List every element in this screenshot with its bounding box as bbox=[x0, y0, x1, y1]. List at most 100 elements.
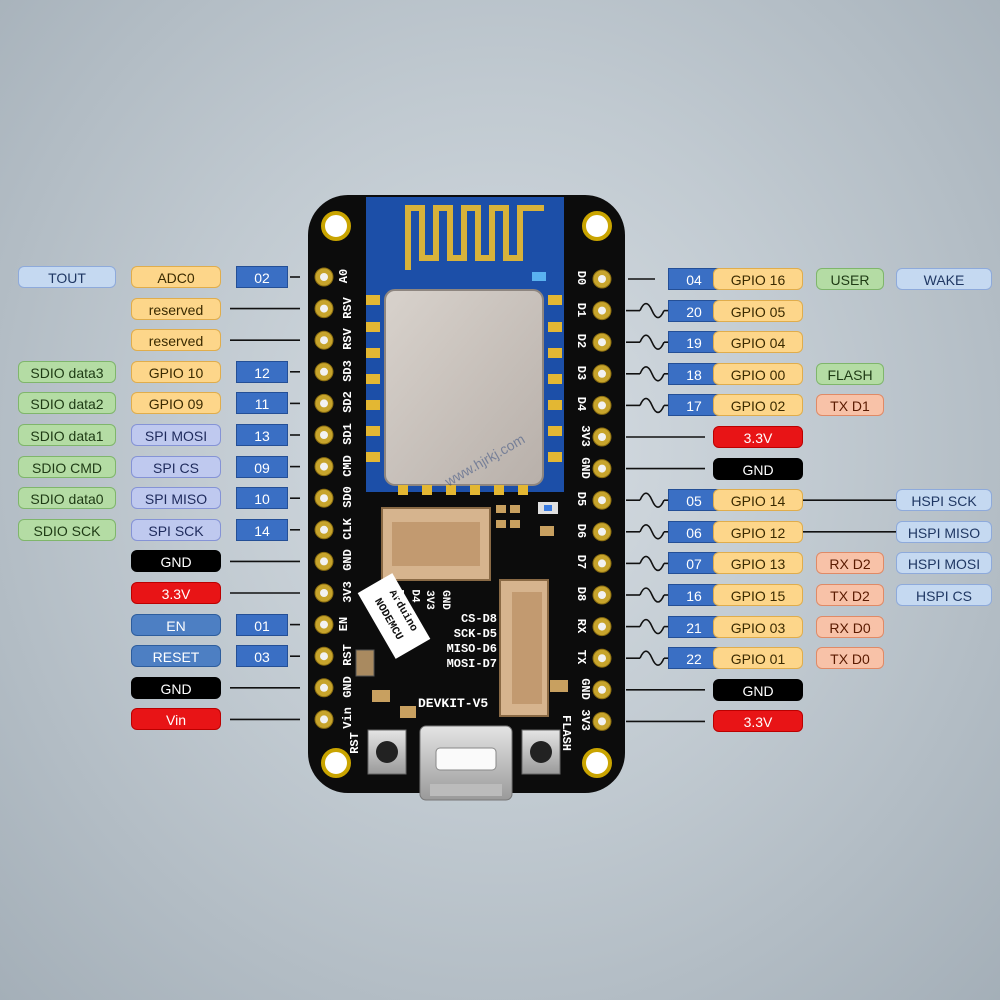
right-gpio-number: 07 bbox=[668, 552, 720, 575]
right-pin-silk-3v3: 3V3 bbox=[577, 709, 592, 732]
right-gpio-number: 18 bbox=[668, 362, 720, 385]
left-pin-pad-hole bbox=[320, 589, 328, 597]
right-func-tag: GPIO 01 bbox=[713, 647, 803, 670]
right-pin-pad-hole bbox=[598, 369, 606, 378]
left-extra-tag: SDIO CMD bbox=[18, 455, 116, 478]
left-func-tag: GPIO 10 bbox=[131, 360, 221, 383]
right-alt-tag: RX D0 bbox=[816, 615, 884, 638]
mount-hole bbox=[321, 748, 351, 778]
left-gpio-number: 01 bbox=[236, 613, 288, 636]
right-pin-silk-d2: D2 bbox=[574, 333, 589, 349]
right-gpio-number: 22 bbox=[668, 647, 720, 670]
right-gpio-number: 06 bbox=[668, 520, 720, 543]
right-gpio-number: 19 bbox=[668, 331, 720, 354]
left-extra-tag: SDIO data3 bbox=[18, 360, 116, 383]
right-alt-tag: TX D2 bbox=[816, 584, 884, 606]
right-func-tag: GPIO 15 bbox=[713, 584, 803, 606]
right-pin-pad-hole bbox=[598, 654, 606, 663]
left-pin-pad-hole bbox=[320, 462, 328, 471]
right-leader-squiggle bbox=[639, 618, 665, 635]
mount-hole bbox=[321, 211, 351, 241]
right-pin-pad-hole bbox=[598, 496, 606, 505]
right-leader-squiggle bbox=[639, 650, 665, 666]
small-conn-d3: D3 bbox=[392, 589, 405, 603]
left-func-tag: GND bbox=[131, 676, 221, 699]
left-pin-silk-sd0: SD0 bbox=[340, 486, 355, 508]
silk-devkit: DEVKIT-V5 bbox=[418, 696, 489, 711]
left-pin-pad-hole bbox=[320, 652, 328, 661]
left-func-tag: ADC0 bbox=[131, 266, 221, 288]
left-extra-tag: SDIO data0 bbox=[18, 487, 116, 510]
right-gpio-number: 05 bbox=[668, 489, 720, 512]
right-leader-squiggle bbox=[639, 555, 665, 572]
right-func-tag: GPIO 16 bbox=[713, 268, 803, 290]
left-pin-silk-gnd: GND bbox=[340, 675, 355, 698]
right-leader-squiggle bbox=[639, 524, 665, 540]
mount-hole bbox=[582, 748, 612, 778]
right-alt2-tag: HSPI CS bbox=[896, 584, 992, 606]
right-pin-pad-hole bbox=[598, 622, 606, 631]
right-pin-pad-hole bbox=[598, 306, 606, 315]
right-leader-squiggle bbox=[639, 302, 665, 319]
right-alt-tag: RX D2 bbox=[816, 552, 884, 575]
right-pin-silk-3v3: 3V3 bbox=[577, 425, 592, 447]
left-extra-tag: SDIO SCK bbox=[18, 518, 116, 541]
left-func-tag: reserved bbox=[131, 297, 221, 320]
right-func-tag: GPIO 02 bbox=[713, 394, 803, 417]
right-pin-pad-hole bbox=[598, 338, 606, 347]
right-pin-pad-hole bbox=[598, 401, 606, 410]
left-extra-tag: SDIO data2 bbox=[18, 392, 116, 415]
right-func-tag: GPIO 14 bbox=[713, 489, 803, 512]
left-func-tag: GND bbox=[131, 550, 221, 573]
left-pin-pad-hole bbox=[320, 683, 328, 692]
left-pin-silk-a0: A0 bbox=[337, 268, 352, 284]
left-pin-silk-rst: RST bbox=[340, 644, 355, 666]
right-pin-silk-d1: D1 bbox=[574, 302, 589, 317]
left-func-tag: EN bbox=[131, 613, 221, 636]
right-pin-pad-hole bbox=[598, 527, 606, 536]
left-pin-silk-rsv: RSV bbox=[340, 328, 355, 350]
left-gpio-number: 14 bbox=[236, 518, 288, 541]
left-gpio-number: 10 bbox=[236, 487, 288, 510]
right-alt2-tag: HSPI SCK bbox=[896, 489, 992, 512]
left-gpio-number: 13 bbox=[236, 424, 288, 446]
small-conn-gnd: GND bbox=[438, 590, 451, 610]
right-func-tag: 3.3V bbox=[713, 426, 803, 448]
left-pin-pad-hole bbox=[320, 494, 328, 503]
right-alt2-tag: WAKE bbox=[896, 268, 992, 290]
right-alt2-tag: HSPI MISO bbox=[896, 520, 992, 543]
right-alt2-tag: HSPI MOSI bbox=[896, 552, 992, 575]
left-extra-tag: SDIO data1 bbox=[18, 424, 116, 446]
left-func-tag: SPI SCK bbox=[131, 518, 221, 541]
silk-rst: RST bbox=[347, 732, 362, 754]
left-func-tag: SPI CS bbox=[131, 455, 221, 478]
right-alt-tag: FLASH bbox=[816, 362, 884, 385]
small-conn-d4: D4 bbox=[408, 589, 421, 603]
left-pin-pad-hole bbox=[320, 336, 328, 345]
right-func-tag: GPIO 12 bbox=[713, 520, 803, 543]
right-leader-squiggle bbox=[639, 587, 665, 603]
right-func-tag: GPIO 03 bbox=[713, 615, 803, 638]
left-pin-silk-sd2: SD2 bbox=[340, 391, 355, 414]
left-pin-silk-3v3: 3V3 bbox=[340, 581, 355, 603]
right-func-tag: GPIO 13 bbox=[713, 552, 803, 575]
right-func-tag: GND bbox=[713, 457, 803, 480]
left-pin-pad-hole bbox=[320, 399, 328, 408]
silk-cs-d8: CS-D8 bbox=[460, 612, 497, 626]
right-alt-tag: TX D1 bbox=[816, 394, 884, 417]
right-func-tag: 3.3V bbox=[713, 710, 803, 733]
silk-miso-d6: MISO-D6 bbox=[446, 642, 497, 656]
rf-shield bbox=[384, 289, 544, 486]
left-func-tag: GPIO 09 bbox=[131, 392, 221, 415]
right-pin-silk-d8: D8 bbox=[574, 586, 589, 602]
left-gpio-number: 11 bbox=[236, 392, 288, 415]
left-gpio-number: 09 bbox=[236, 455, 288, 478]
left-func-tag: SPI MOSI bbox=[131, 424, 221, 446]
left-pin-pad-hole bbox=[320, 304, 328, 313]
right-leader-squiggle bbox=[639, 492, 665, 508]
right-pin-silk-gnd: GND bbox=[577, 677, 592, 700]
right-pin-silk-d6: D6 bbox=[574, 523, 589, 538]
micro-usb-port bbox=[419, 725, 513, 801]
left-gpio-number: 12 bbox=[236, 360, 288, 383]
right-alt-tag: USER bbox=[816, 268, 884, 290]
